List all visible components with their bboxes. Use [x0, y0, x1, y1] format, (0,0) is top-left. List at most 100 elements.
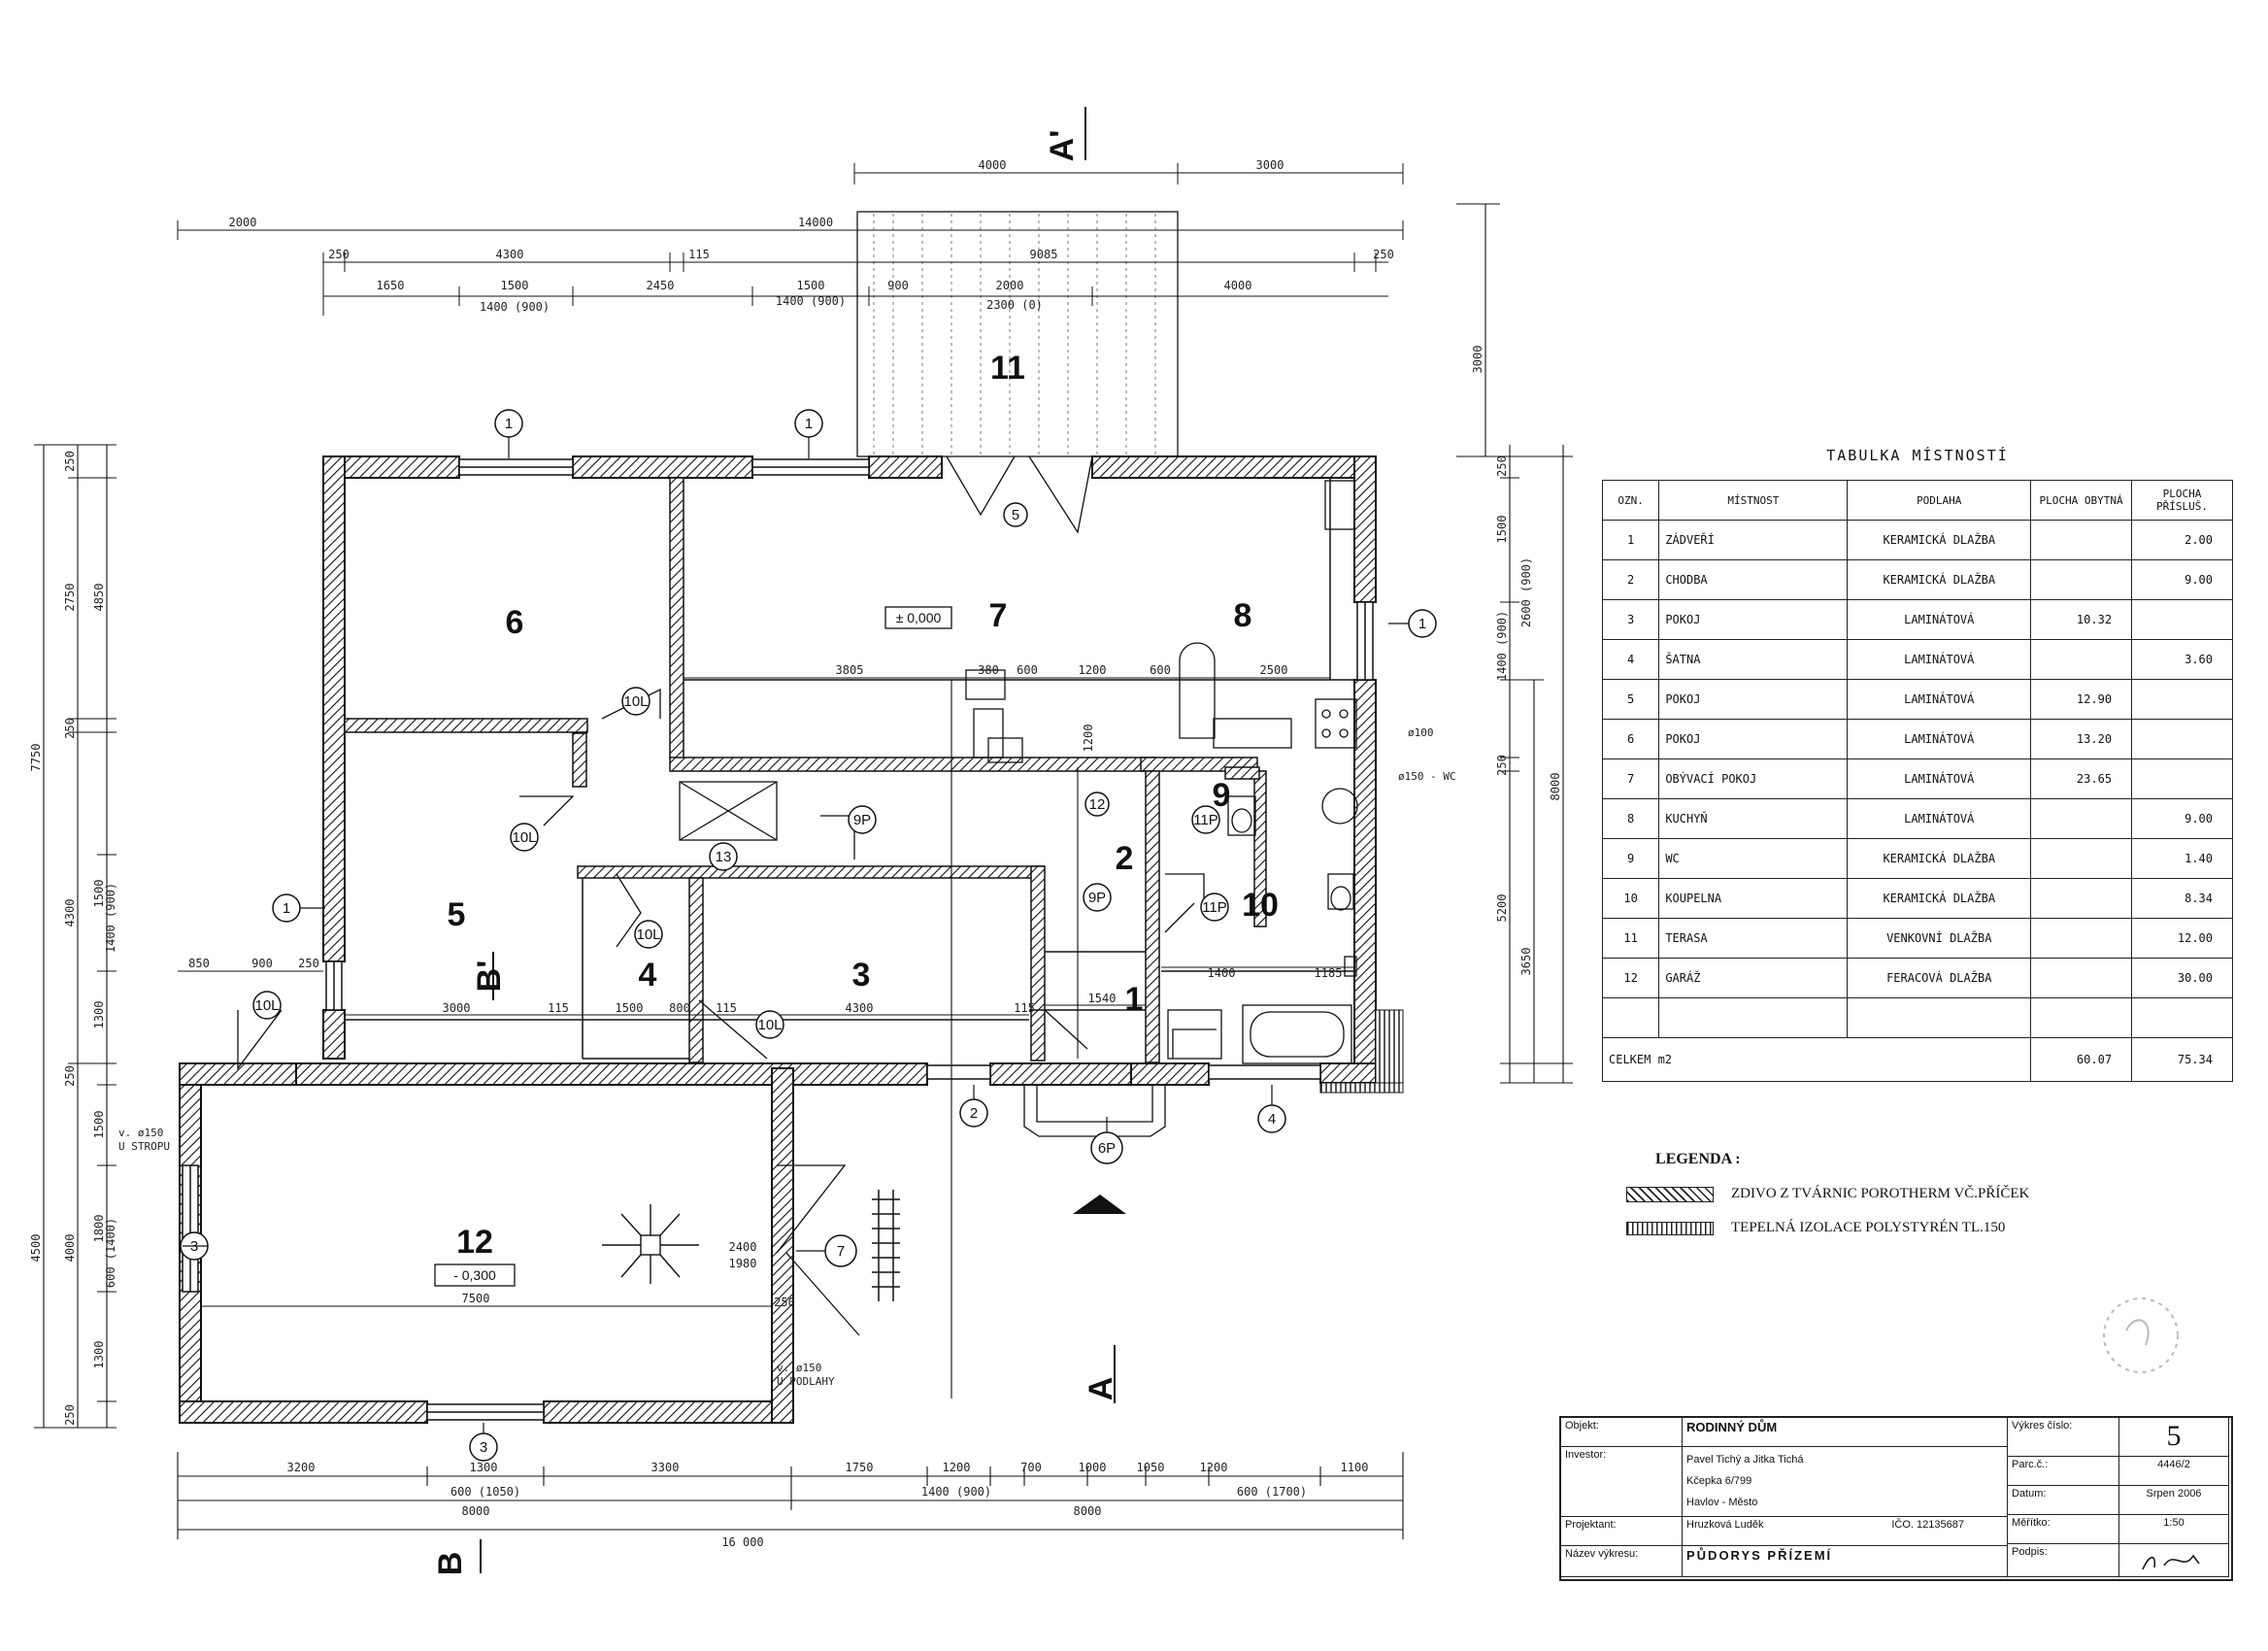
svg-text:1400 (900): 1400 (900) — [776, 294, 846, 308]
legend: LEGENDA : ZDIVO Z TVÁRNIC POROTHERM VČ.P… — [1626, 1151, 2228, 1236]
svg-text:1: 1 — [805, 416, 813, 432]
svg-text:10L: 10L — [254, 997, 279, 1014]
svg-text:115: 115 — [688, 248, 710, 261]
legend-title: LEGENDA : — [1655, 1151, 1741, 1167]
svg-text:3805: 3805 — [836, 663, 864, 677]
title-block: Objekt: RODINNÝ DŮM Investor: Pavel Tich… — [1559, 1416, 2233, 1581]
room-table: TABULKA MÍSTNOSTÍ OZN. MÍSTNOST PODLAHA … — [1601, 447, 2233, 1082]
svg-text:600: 600 — [1150, 663, 1171, 677]
svg-text:1500: 1500 — [797, 279, 825, 292]
svg-text:115: 115 — [716, 1001, 737, 1015]
svg-text:3200: 3200 — [287, 1461, 316, 1474]
room-number-9: 9 — [1213, 777, 1231, 814]
annotations: v. ø150 U STROPU v. ø150 U PODLAHY ø100 … — [118, 726, 1456, 1388]
tb-datum: Srpen 2006 — [2119, 1486, 2229, 1515]
svg-text:8000: 8000 — [1549, 773, 1562, 801]
svg-text:1050: 1050 — [1137, 1461, 1165, 1474]
terrace-outline — [856, 211, 1179, 457]
svg-text:1400 (900): 1400 (900) — [104, 883, 117, 953]
row-plocha-obytna: 23.65 — [2030, 758, 2133, 799]
row-plocha-prislus — [2131, 679, 2233, 720]
marker-leaders — [183, 437, 1409, 1433]
room-number-6: 6 — [506, 604, 524, 641]
tb-cislo: 5 — [2119, 1418, 2229, 1457]
svg-text:1100: 1100 — [1341, 1461, 1369, 1474]
svg-text:4: 4 — [1268, 1111, 1276, 1128]
svg-text:250: 250 — [63, 451, 77, 472]
svg-text:250: 250 — [1495, 755, 1509, 776]
svg-text:4000: 4000 — [63, 1234, 77, 1263]
row-ozn: 4 — [1601, 639, 1660, 680]
svg-text:9P: 9P — [853, 812, 871, 828]
row-plocha-prislus: 1.40 — [2131, 838, 2233, 879]
row-podlaha: KERAMICKÁ DLAŽBA — [1847, 838, 2032, 879]
row-plocha-obytna: 12.90 — [2030, 679, 2133, 720]
header-plocha-prislus: PLOCHA PŘÍSLUŠ. — [2131, 480, 2233, 521]
svg-text:1750: 1750 — [846, 1461, 874, 1474]
row-plocha-prislus: 9.00 — [2131, 798, 2233, 839]
svg-text:8000: 8000 — [1074, 1504, 1102, 1518]
svg-text:250: 250 — [774, 1296, 795, 1309]
svg-text:250: 250 — [1495, 455, 1509, 477]
insulation-hatch-icon — [1626, 1221, 1714, 1235]
tb-projektant-name: Hruzková Luděk — [1686, 1519, 1764, 1531]
row-ozn: 9 — [1601, 838, 1660, 879]
svg-text:1400 (900): 1400 (900) — [480, 300, 550, 314]
svg-text:250: 250 — [63, 1065, 77, 1087]
svg-text:U STROPU: U STROPU — [118, 1140, 170, 1153]
signature-icon — [2142, 1554, 2200, 1570]
room-number-3: 3 — [852, 957, 871, 994]
row-plocha-prislus: 2.00 — [2131, 520, 2233, 560]
svg-text:1400 (900): 1400 (900) — [921, 1485, 991, 1499]
svg-text:ø150 - WC: ø150 - WC — [1398, 770, 1456, 783]
row-podlaha — [1847, 997, 2032, 1038]
svg-text:1300: 1300 — [470, 1461, 498, 1474]
row-plocha-obytna — [2030, 918, 2133, 959]
header-mistnost: MÍSTNOST — [1658, 480, 1849, 521]
svg-text:ø100: ø100 — [1408, 726, 1434, 739]
door-swings — [237, 455, 1205, 1336]
row-plocha-prislus: 30.00 — [2131, 958, 2233, 998]
svg-text:1500: 1500 — [616, 1001, 644, 1015]
svg-text:3000: 3000 — [1256, 158, 1284, 172]
row-ozn: 7 — [1601, 758, 1660, 799]
row-plocha-prislus — [2131, 758, 2233, 799]
svg-text:2400: 2400 — [729, 1240, 757, 1254]
row-plocha-obytna — [2030, 838, 2133, 879]
attic-ladder — [872, 1190, 900, 1301]
svg-text:1400 (900): 1400 (900) — [1495, 611, 1509, 681]
row-ozn: 2 — [1601, 559, 1660, 600]
stamp-icon — [2103, 1297, 2179, 1373]
svg-text:2: 2 — [970, 1105, 978, 1122]
dims-right: 3000 250 1500 2600 (900) 1400 (900) 5200… — [1471, 346, 1562, 976]
row-ozn: 12 — [1601, 958, 1660, 998]
row-plocha-prislus — [2131, 599, 2233, 640]
tb-vykres: PŮDORYS PŘÍZEMÍ — [1683, 1546, 2008, 1577]
svg-text:4300: 4300 — [496, 248, 524, 261]
exterior-walls — [179, 455, 1377, 1424]
row-plocha-prislus — [2131, 997, 2233, 1038]
row-mistnost: KOUPELNA — [1658, 878, 1849, 919]
row-podlaha: LAMINÁTOVÁ — [1847, 599, 2032, 640]
row-podlaha: LAMINÁTOVÁ — [1847, 798, 2032, 839]
room-table-total-row: CELKEM m2 60.07 75.34 — [1601, 1037, 2233, 1082]
svg-text:2450: 2450 — [647, 279, 675, 292]
svg-text:10L: 10L — [512, 829, 536, 846]
legend-item-masonry-label: ZDIVO Z TVÁRNIC POROTHERM VČ.PŘÍČEK — [1731, 1186, 2030, 1201]
dims-top: 4000 3000 2000 14000 250 4300 115 9085 2… — [229, 158, 1394, 314]
svg-text:4500: 4500 — [29, 1234, 43, 1263]
svg-text:3000: 3000 — [1471, 346, 1484, 374]
tb-objekt: RODINNÝ DŮM — [1683, 1418, 2008, 1447]
svg-text:1400: 1400 — [1208, 966, 1236, 980]
row-plocha-obytna — [2030, 958, 2133, 998]
svg-text:4850: 4850 — [92, 584, 106, 612]
row-ozn: 11 — [1601, 918, 1660, 959]
header-ozn: OZN. — [1601, 480, 1660, 521]
row-plocha-obytna — [2030, 639, 2133, 680]
row-ozn: 6 — [1601, 719, 1660, 759]
